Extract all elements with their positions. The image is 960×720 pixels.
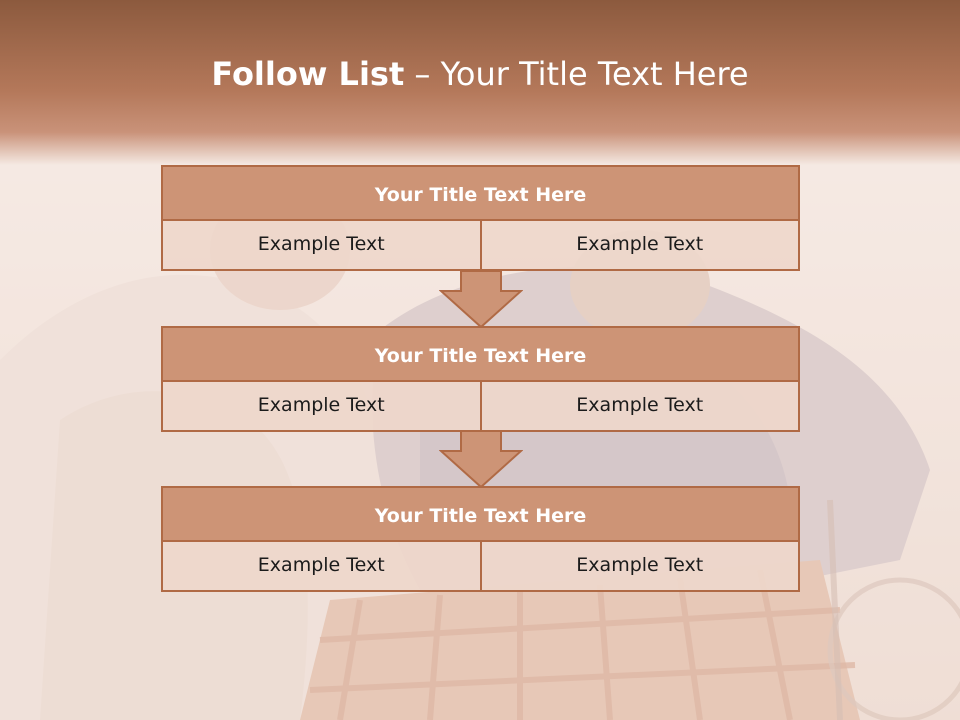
block-title: Your Title Text Here [161,486,800,542]
block-cell-left: Example Text [161,542,482,592]
title-rest: – Your Title Text Here [404,55,749,93]
slide-title: Follow List – Your Title Text Here [0,55,960,93]
list-block: Your Title Text Here Example Text Exampl… [161,326,800,432]
down-arrow-icon [439,271,523,329]
block-title: Your Title Text Here [161,326,800,382]
header-band [0,0,960,165]
block-cell-right: Example Text [481,221,800,271]
list-block: Your Title Text Here Example Text Exampl… [161,486,800,592]
block-row: Example Text Example Text [161,382,800,432]
block-cell-right: Example Text [481,382,800,432]
block-row: Example Text Example Text [161,221,800,271]
block-cell-left: Example Text [161,221,482,271]
block-cell-left: Example Text [161,382,482,432]
title-bold: Follow List [211,55,405,93]
block-row: Example Text Example Text [161,542,800,592]
block-cell-right: Example Text [481,542,800,592]
list-block: Your Title Text Here Example Text Exampl… [161,165,800,271]
down-arrow-icon [439,431,523,489]
block-title: Your Title Text Here [161,165,800,221]
